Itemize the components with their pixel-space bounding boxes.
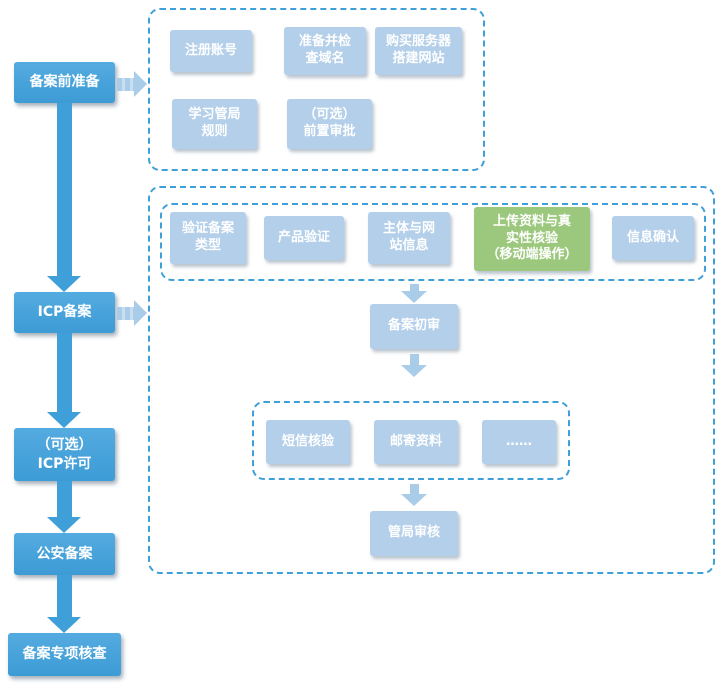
arrow-prep-to-icp-icon	[47, 103, 81, 292]
arrow-head	[47, 412, 81, 428]
arrow-license-to-police-icon	[47, 481, 81, 533]
stage-police-filing: 公安备案	[14, 533, 115, 575]
step-upload-authenticity-verify: 上传资料与真 实性核验 （移动端操作）	[474, 207, 590, 271]
arrow-shaft	[56, 103, 72, 276]
arrow-head	[47, 517, 81, 533]
arrow-steps-to-initial-review-icon	[401, 284, 427, 303]
step-register-account: 注册账号	[170, 30, 252, 72]
arrow-head	[401, 291, 427, 303]
arrow-shaft	[56, 481, 72, 517]
arrow-shaft	[117, 77, 134, 91]
arrow-shaft	[409, 484, 419, 494]
step-sms-verification: 短信核验	[266, 420, 350, 464]
icp-group-container	[148, 186, 715, 574]
step-more-ellipsis: ……	[482, 420, 556, 464]
stage-special-inspection: 备案专项核查	[8, 633, 121, 676]
icp-top-steps-container	[160, 203, 706, 281]
arrow-head	[401, 365, 427, 377]
stage-icp-license: （可选） ICP许可	[14, 428, 115, 481]
arrow-shaft	[409, 354, 419, 365]
step-authority-review: 管局审核	[370, 511, 458, 556]
step-subject-website-info: 主体与网 站信息	[368, 212, 450, 264]
arrow-police-to-inspection-icon	[47, 575, 81, 633]
step-initial-review: 备案初审	[370, 304, 458, 349]
arrow-head	[134, 71, 147, 97]
arrow-head	[47, 617, 81, 633]
arrow-shaft	[56, 575, 72, 617]
arrow-head	[134, 300, 147, 326]
arrow-shaft	[409, 284, 419, 291]
stage-icp-filing: ICP备案	[14, 292, 115, 333]
prep-group-container	[148, 8, 485, 171]
arrow-icp-to-license-icon	[47, 333, 81, 428]
verify-group-container	[252, 401, 570, 480]
step-prepare-check-domain: 准备并检 查域名	[284, 27, 366, 75]
step-learn-authority-rules: 学习管局 规则	[172, 99, 257, 149]
step-buy-server-build-site: 购买服务器 搭建网站	[375, 27, 462, 75]
arrow-prep-to-group-icon	[117, 71, 147, 97]
arrow-icp-to-group-icon	[117, 300, 147, 326]
arrow-initial-review-to-verify-icon	[401, 354, 427, 377]
step-info-confirm: 信息确认	[612, 216, 694, 260]
arrow-head	[47, 276, 81, 292]
stage-pre-filing-prep: 备案前准备	[14, 62, 115, 103]
step-verify-filing-type: 验证备案 类型	[170, 212, 246, 264]
step-optional-preapproval: （可选） 前置审批	[287, 99, 372, 149]
step-product-verification: 产品验证	[264, 216, 344, 260]
arrow-head	[401, 494, 427, 506]
arrow-verify-to-final-review-icon	[401, 484, 427, 506]
arrow-shaft	[117, 306, 134, 320]
step-mail-materials: 邮寄资料	[374, 420, 458, 464]
arrow-shaft	[56, 333, 72, 412]
